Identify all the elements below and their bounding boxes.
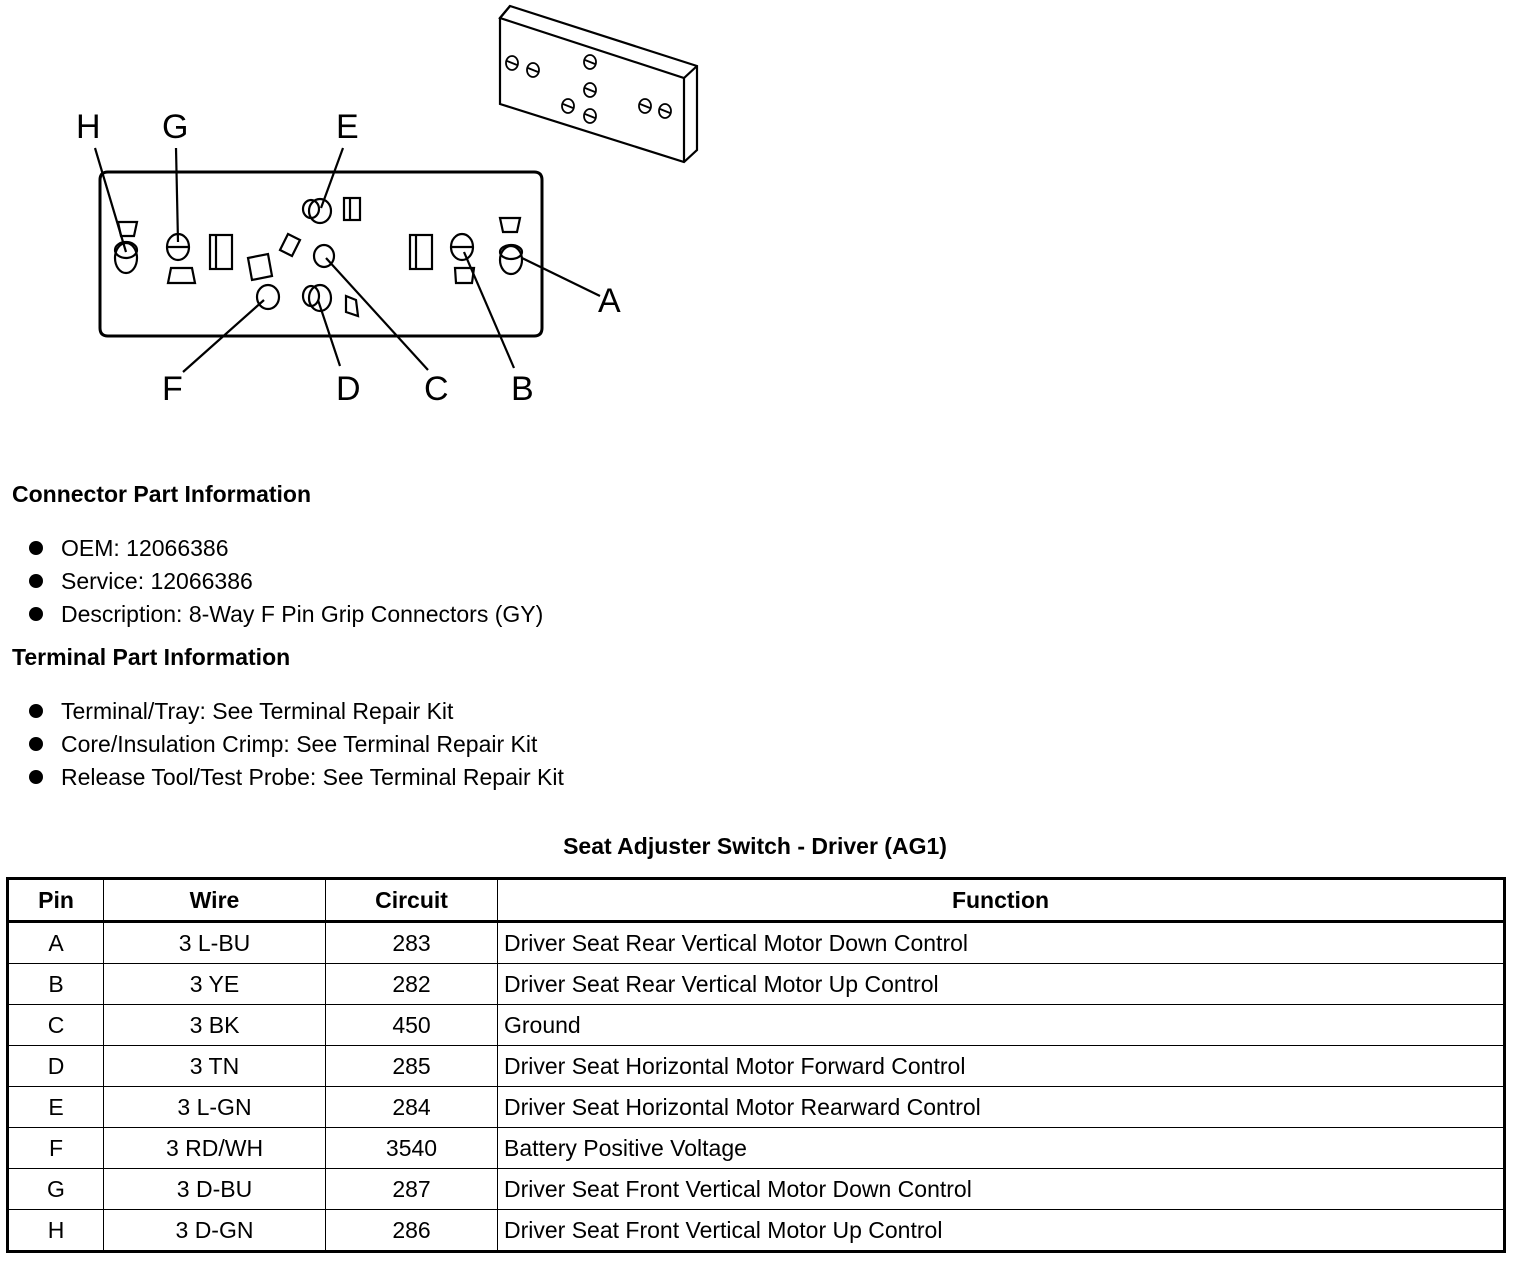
cell-function: Battery Positive Voltage <box>497 1127 1505 1169</box>
list-item: Description: 8-Way F Pin Grip Connectors… <box>0 600 543 633</box>
cell-circuit: 284 <box>325 1086 498 1128</box>
cell-pin: D <box>7 1045 104 1087</box>
terminal-info-list: Terminal/Tray: See Terminal Repair Kit C… <box>0 697 564 796</box>
table-header-row: Pin Wire Circuit Function <box>7 878 1505 922</box>
cell-wire: 3 D-GN <box>103 1209 326 1252</box>
connector-3d-view <box>498 4 699 164</box>
cell-circuit: 282 <box>325 963 498 1005</box>
cell-function: Ground <box>497 1004 1505 1046</box>
cell-wire: 3 RD/WH <box>103 1127 326 1169</box>
cell-pin: A <box>7 921 104 964</box>
list-item-text: Service: 12066386 <box>61 568 253 594</box>
list-item-text: Terminal/Tray: See Terminal Repair Kit <box>61 698 454 724</box>
column-header-wire: Wire <box>103 878 326 922</box>
cell-circuit: 285 <box>325 1045 498 1087</box>
table-row: B 3 YE 282 Driver Seat Rear Vertical Mot… <box>7 963 1505 1005</box>
cell-wire: 3 TN <box>103 1045 326 1087</box>
cell-function: Driver Seat Front Vertical Motor Down Co… <box>497 1168 1505 1210</box>
cell-circuit: 3540 <box>325 1127 498 1169</box>
column-header-function: Function <box>497 878 1505 922</box>
terminal-info-heading: Terminal Part Information <box>12 644 291 670</box>
table-row: F 3 RD/WH 3540 Battery Positive Voltage <box>7 1127 1505 1169</box>
table-row: D 3 TN 285 Driver Seat Horizontal Motor … <box>7 1045 1505 1087</box>
connector-diagram: H G E A F D C B <box>76 4 699 408</box>
pin-label-b: B <box>511 370 534 408</box>
bullet-icon <box>29 574 43 588</box>
list-item-text: Release Tool/Test Probe: See Terminal Re… <box>61 764 564 790</box>
cell-pin: C <box>7 1004 104 1046</box>
pin-label-f: F <box>162 370 183 408</box>
table-row: C 3 BK 450 Ground <box>7 1004 1505 1046</box>
list-item-text: Core/Insulation Crimp: See Terminal Repa… <box>61 731 538 757</box>
cell-pin: F <box>7 1127 104 1169</box>
pin-table: Pin Wire Circuit Function A 3 L-BU 283 D… <box>6 877 1506 1253</box>
cell-circuit: 287 <box>325 1168 498 1210</box>
pin-label-g: G <box>162 108 188 146</box>
table-row: G 3 D-BU 287 Driver Seat Front Vertical … <box>7 1168 1505 1210</box>
cell-function: Driver Seat Horizontal Motor Rearward Co… <box>497 1086 1505 1128</box>
column-header-circuit: Circuit <box>325 878 498 922</box>
list-item: Terminal/Tray: See Terminal Repair Kit <box>0 697 564 730</box>
table-title: Seat Adjuster Switch - Driver (AG1) <box>563 833 947 859</box>
list-item-text: OEM: 12066386 <box>61 535 229 561</box>
table-row: E 3 L-GN 284 Driver Seat Horizontal Moto… <box>7 1086 1505 1128</box>
connector-info-heading: Connector Part Information <box>12 481 312 507</box>
list-item: Core/Insulation Crimp: See Terminal Repa… <box>0 730 564 763</box>
bullet-icon <box>29 607 43 621</box>
cell-wire: 3 YE <box>103 963 326 1005</box>
cell-function: Driver Seat Rear Vertical Motor Up Contr… <box>497 963 1505 1005</box>
bullet-icon <box>29 770 43 784</box>
cell-wire: 3 L-BU <box>103 921 326 964</box>
cell-pin: E <box>7 1086 104 1128</box>
list-item: Service: 12066386 <box>0 567 543 600</box>
cell-wire: 3 L-GN <box>103 1086 326 1128</box>
cell-wire: 3 D-BU <box>103 1168 326 1210</box>
list-item: OEM: 12066386 <box>0 534 543 567</box>
pin-label-a: A <box>598 282 621 320</box>
pin-label-h: H <box>76 108 101 146</box>
column-header-pin: Pin <box>7 878 104 922</box>
cell-circuit: 283 <box>325 921 498 964</box>
cell-pin: G <box>7 1168 104 1210</box>
bullet-icon <box>29 541 43 555</box>
connector-info-list: OEM: 12066386 Service: 12066386 Descript… <box>0 534 543 633</box>
bullet-icon <box>29 737 43 751</box>
cell-circuit: 450 <box>325 1004 498 1046</box>
leader-lines <box>93 147 601 373</box>
cell-pin: H <box>7 1209 104 1252</box>
cell-circuit: 286 <box>325 1209 498 1252</box>
connector-face <box>98 170 544 338</box>
bullet-icon <box>29 704 43 718</box>
cell-function: Driver Seat Rear Vertical Motor Down Con… <box>497 921 1505 964</box>
pin-label-c: C <box>424 370 449 408</box>
pin-label-e: E <box>336 108 359 146</box>
list-item: Release Tool/Test Probe: See Terminal Re… <box>0 763 564 796</box>
cell-pin: B <box>7 963 104 1005</box>
pin-label-d: D <box>336 370 361 408</box>
cell-function: Driver Seat Front Vertical Motor Up Cont… <box>497 1209 1505 1252</box>
cell-wire: 3 BK <box>103 1004 326 1046</box>
cell-function: Driver Seat Horizontal Motor Forward Con… <box>497 1045 1505 1087</box>
table-row: A 3 L-BU 283 Driver Seat Rear Vertical M… <box>7 921 1505 964</box>
table-row: H 3 D-GN 286 Driver Seat Front Vertical … <box>7 1209 1505 1252</box>
list-item-text: Description: 8-Way F Pin Grip Connectors… <box>61 601 544 627</box>
